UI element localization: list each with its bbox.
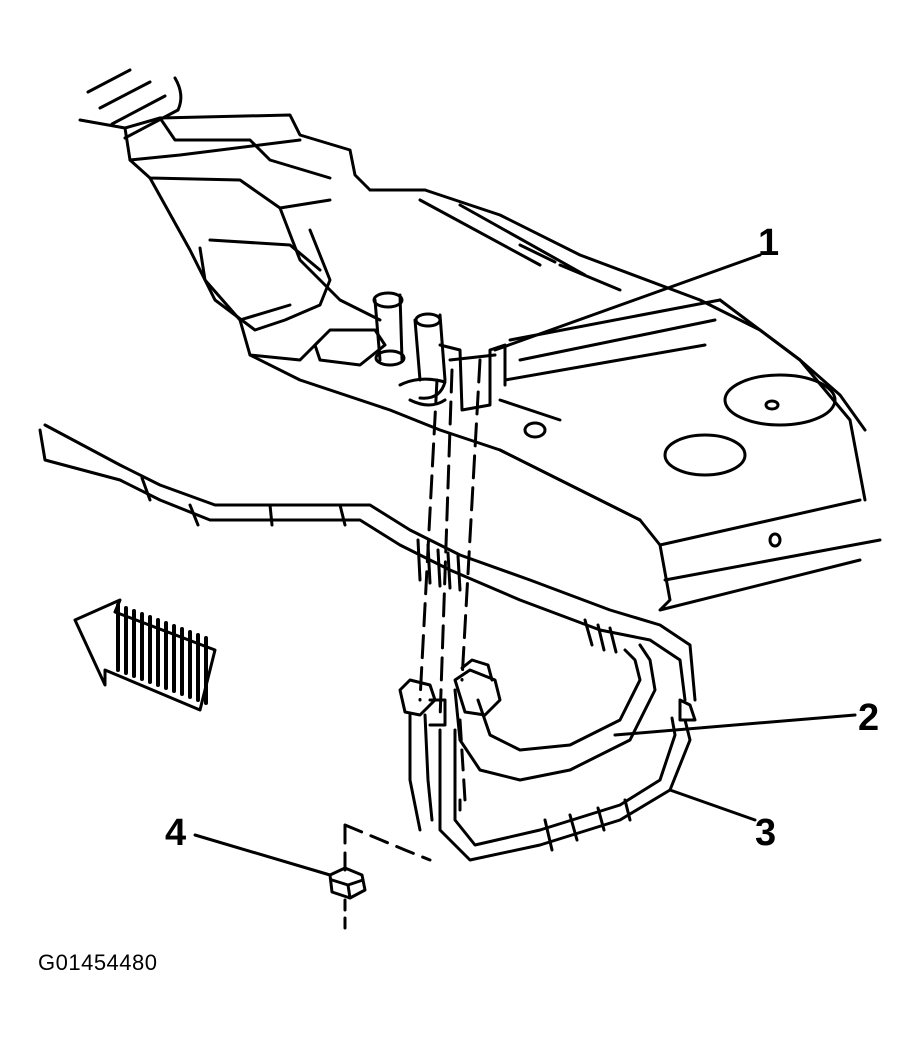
leader-line-1 xyxy=(493,253,762,352)
figure-id: G01454480 xyxy=(38,950,158,975)
leader-line-2 xyxy=(613,713,857,737)
brake-line-3 xyxy=(438,716,692,862)
frame-crossmember xyxy=(78,68,882,612)
callout-3: 3 xyxy=(755,812,776,854)
callout-1: 1 xyxy=(758,222,779,264)
leader-line-3 xyxy=(668,788,757,822)
vertical-lines xyxy=(398,343,507,832)
main-brake-line xyxy=(38,423,697,722)
front-direction-arrow-icon xyxy=(73,598,217,712)
brake-hose-2 xyxy=(453,643,657,782)
leader-line-4 xyxy=(193,833,332,877)
callout-4: 4 xyxy=(165,812,186,854)
callout-2: 2 xyxy=(858,697,879,739)
fastener-nut-4 xyxy=(328,823,432,932)
